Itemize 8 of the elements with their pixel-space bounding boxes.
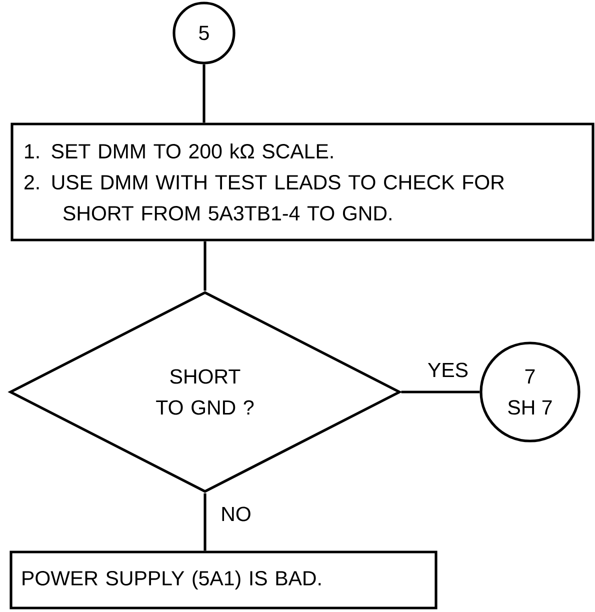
- flow-line: [401, 390, 480, 394]
- edge-label: YES: [426, 362, 470, 378]
- result-box: POWER SUPPLY (5A1) IS BAD.: [10, 550, 438, 610]
- flow-line: [204, 241, 206, 291]
- flow-line: [204, 493, 206, 551]
- instruction-box: 1. SET DMM TO 200 kΩ SCALE. 2. USE DMM WITH TEST LEADS TO CHECK FOR SHORT FROM 5A3TB1-4 TO GND.: [10, 122, 594, 242]
- flow-line: [202, 64, 206, 123]
- edge-label: NO: [220, 506, 252, 522]
